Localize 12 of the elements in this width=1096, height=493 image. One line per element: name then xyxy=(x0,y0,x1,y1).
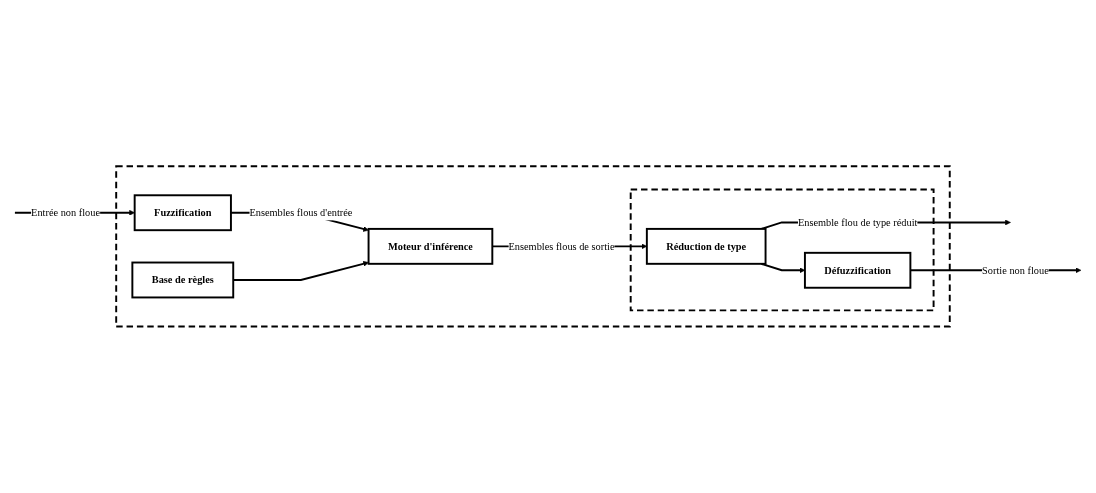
edge-label: Entrée non floue xyxy=(31,207,101,219)
node-box: Fuzzification xyxy=(133,194,232,232)
cluster xyxy=(629,188,935,312)
node-box: Moteur d'inférence xyxy=(367,228,494,265)
node-box: Défuzzification xyxy=(803,252,912,289)
edge-label: Ensemble flou de type réduit xyxy=(797,216,918,228)
cluster xyxy=(115,165,951,328)
edge-label: Ensembles flous de sortie xyxy=(508,240,615,252)
edge-label: Sortie non floue xyxy=(982,264,1049,276)
edge-label: Ensembles flous d'entrée xyxy=(249,207,353,219)
node-box: Réduction de type xyxy=(645,228,767,265)
node-box: Base de règles xyxy=(131,261,235,299)
